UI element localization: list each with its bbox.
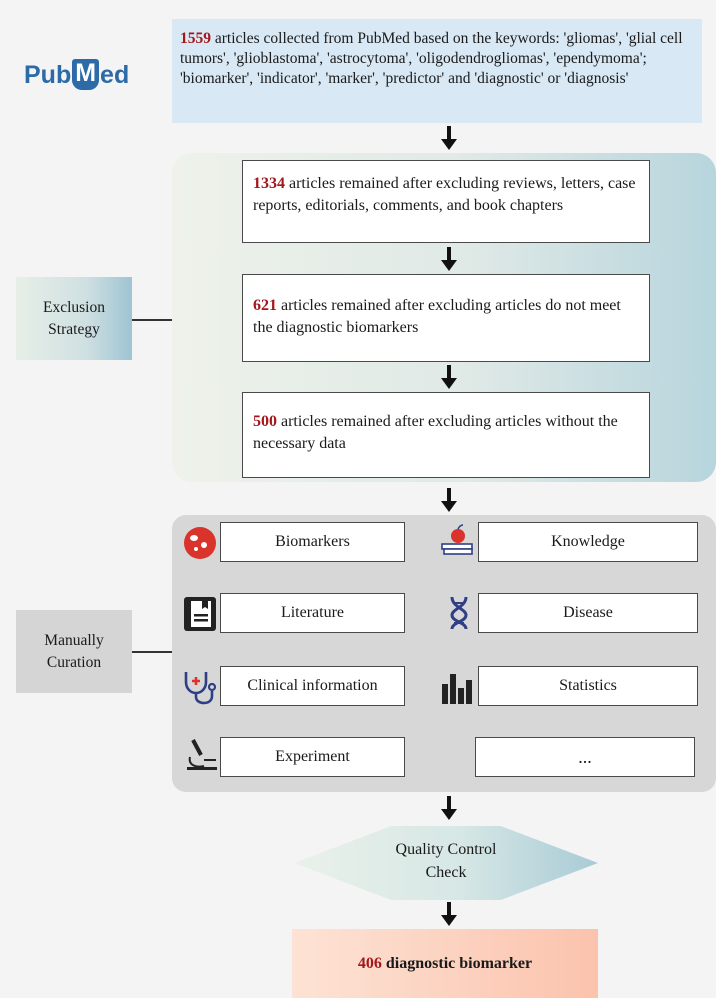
item-label: Biomarkers	[275, 533, 350, 550]
item-label: Disease	[563, 604, 613, 621]
arrow-down	[441, 488, 457, 512]
step-1-count: 1334	[253, 175, 285, 192]
cell-icon	[184, 527, 216, 559]
result-box: 406 diagnostic biomarker	[292, 929, 598, 998]
item-knowledge: Knowledge	[478, 522, 698, 562]
step-3-text: articles remained after excluding articl…	[253, 413, 618, 452]
result-count: 406	[357, 954, 382, 972]
logo-text-m: M	[72, 59, 100, 90]
exclusion-strategy-label: Exclusion Strategy	[16, 277, 132, 360]
item-literature: Literature	[220, 593, 405, 633]
item-statistics: Statistics	[478, 666, 698, 706]
result-text: diagnostic biomarker	[381, 954, 533, 972]
collection-count: 1559	[180, 30, 211, 47]
microscope-icon	[187, 739, 217, 770]
collection-box: 1559 articles collected from PubMed base…	[172, 19, 702, 123]
exclusion-step-2: 621 articles remained after excluding ar…	[242, 274, 650, 362]
exclusion-strategy-text: Exclusion Strategy	[43, 298, 105, 338]
step-2-text: articles remained after excluding articl…	[253, 297, 621, 336]
step-1-text: articles remained after excluding review…	[253, 175, 636, 214]
manually-curation-label: Manually Curation	[16, 610, 132, 693]
manually-curation-text: Manually Curation	[44, 631, 104, 671]
item-experiment: Experiment	[220, 737, 405, 777]
book-icon	[184, 597, 216, 631]
item-label: Literature	[280, 604, 345, 621]
logo-text-right: ed	[100, 61, 130, 89]
collection-text: articles collected from PubMed based on …	[180, 30, 683, 87]
item-label: ...	[578, 746, 592, 767]
stethoscope-icon	[184, 672, 217, 705]
step-3-count: 500	[253, 413, 277, 430]
item-disease: Disease	[478, 593, 698, 633]
arrow-down	[441, 902, 457, 926]
quality-control-label: Quality Control Check	[294, 838, 598, 884]
step-2-count: 621	[253, 297, 277, 314]
exclusion-step-3: 500 articles remained after excluding ar…	[242, 392, 650, 478]
bar-chart-icon	[442, 674, 472, 704]
arrow-down	[441, 126, 457, 150]
apple-books-icon	[441, 524, 473, 555]
item-label: Clinical information	[247, 677, 378, 694]
item-label: Statistics	[559, 677, 617, 694]
connector-line	[132, 319, 172, 321]
item-label: Experiment	[275, 748, 350, 765]
connector-line	[132, 651, 172, 653]
item-biomarkers: Biomarkers	[220, 522, 405, 562]
exclusion-step-1: 1334 articles remained after excluding r…	[242, 160, 650, 243]
item-clinical-information: Clinical information	[220, 666, 405, 706]
arrow-down	[441, 365, 457, 389]
item-label: Knowledge	[551, 533, 625, 550]
dna-icon	[450, 596, 468, 630]
arrow-down	[441, 796, 457, 820]
item-more: ...	[475, 737, 695, 777]
quality-control-text: Quality Control Check	[395, 841, 497, 881]
arrow-down	[441, 247, 457, 271]
logo-text-left: Pub	[24, 61, 72, 89]
